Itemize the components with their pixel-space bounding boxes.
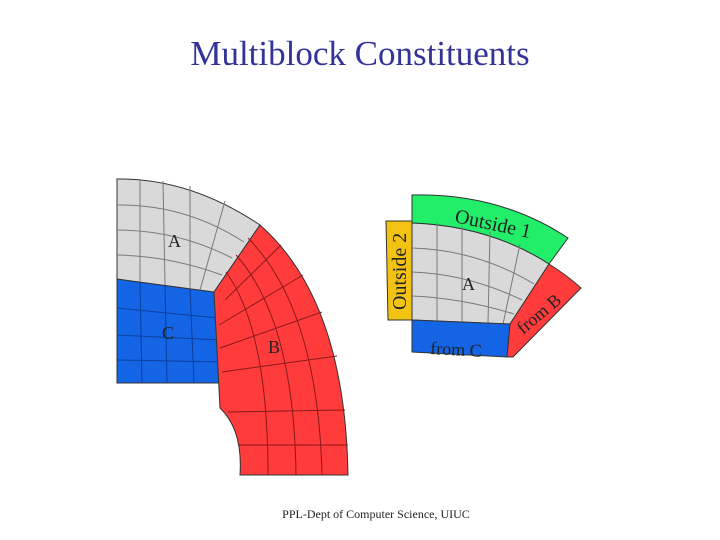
- left-label-a: A: [168, 231, 181, 251]
- right-label-outside-2: Outside 2: [389, 233, 411, 310]
- right-block-a-grid: [411, 223, 535, 325]
- block-b: [213, 224, 349, 476]
- block-b-grid: [218, 237, 348, 476]
- slide-title: Multiblock Constituents: [190, 34, 530, 73]
- block-a-grid: [116, 179, 245, 291]
- left-label-c: C: [162, 323, 174, 343]
- left-diagram: [116, 178, 349, 476]
- block-c-grid: [116, 281, 225, 384]
- block-from-b: [506, 263, 582, 358]
- right-label-from-c: from C: [430, 338, 482, 361]
- right-label-a: A: [462, 274, 475, 294]
- footer: PPL-Dept of Computer Science, UIUC: [282, 507, 470, 521]
- right-diagram: [385, 194, 582, 358]
- left-label-b: B: [268, 337, 280, 357]
